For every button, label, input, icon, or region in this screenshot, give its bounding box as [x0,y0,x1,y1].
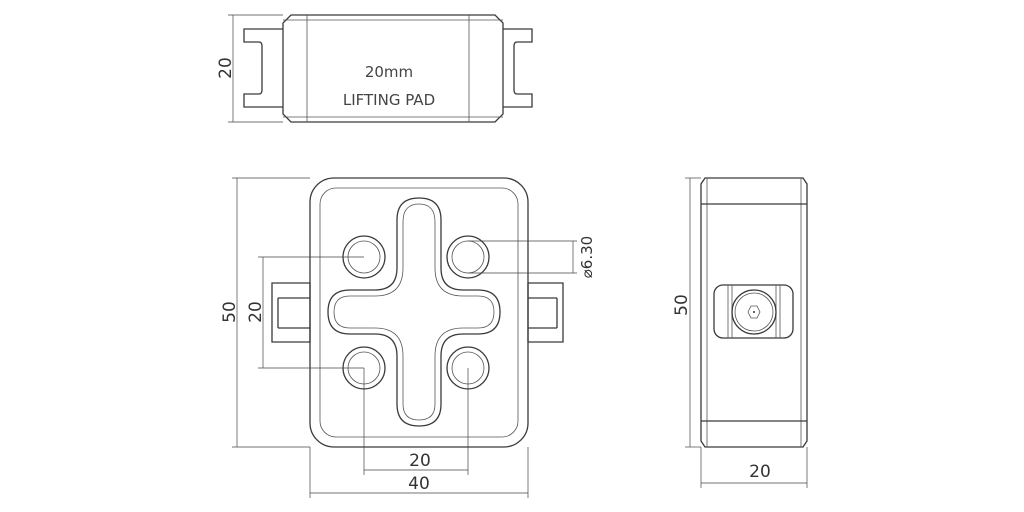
hole-diameter-dim: ⌀6.30 [578,236,596,278]
front-width-dim: 40 [408,474,430,494]
top-view: 20 20mm LIFTING PAD [216,14,533,123]
top-height-dim: 20 [216,57,236,79]
side-view: 50 20 [672,177,808,488]
pad-size-label: 20mm [365,63,413,81]
side-height-dim: 50 [672,294,692,316]
hole-spacing-vertical-dim: 20 [246,301,266,323]
pad-name-label: LIFTING PAD [343,91,435,109]
hex-socket-icon [747,305,761,319]
front-view: 50 20 20 40 ⌀6.30 [220,177,596,498]
hole-spacing-horizontal-dim: 20 [409,451,431,471]
mounting-holes [342,235,490,390]
front-height-dim: 50 [220,301,240,323]
side-width-dim: 20 [749,462,771,482]
